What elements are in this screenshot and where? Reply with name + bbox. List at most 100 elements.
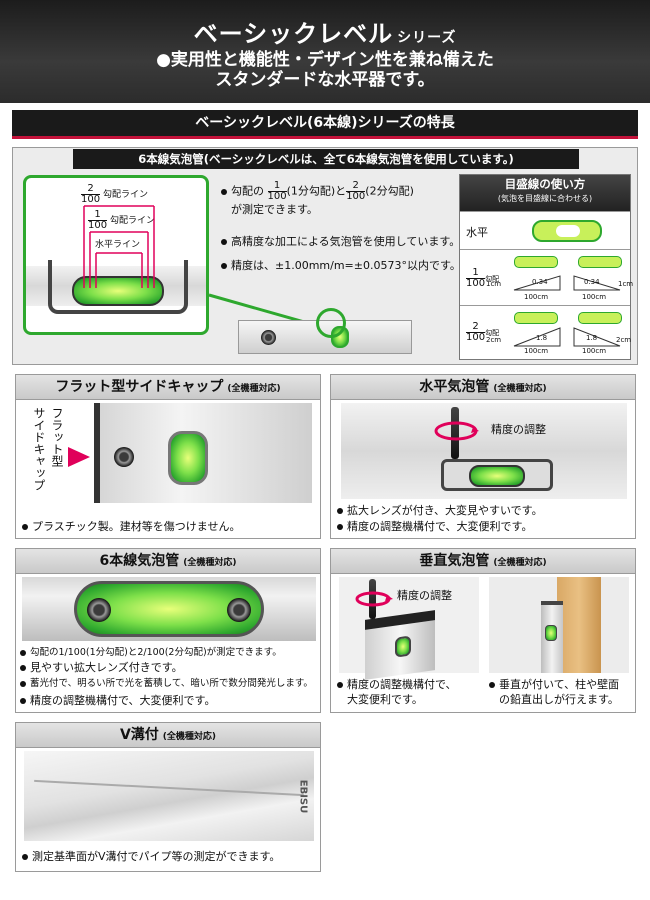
row-level: 水平 <box>460 211 630 249</box>
horizontal-vial-title-text: 水平気泡管 <box>419 379 490 395</box>
panel-six-line-vial: 6本線気泡管(全機種対応) 勾配の1/100(1分勾配)と2/100(2分勾配)… <box>15 548 321 713</box>
brand-mark: EBISU <box>297 779 309 814</box>
lead-text: ●実用性と機能性・デザイン性を兼ね備えた スタンダードな水平器です。 <box>0 50 650 90</box>
r1-right-vial <box>578 256 622 268</box>
vertical-vial-photo-left: 精度の調整 <box>339 577 479 680</box>
flat-cap-bullet-text: プラスチック製。建材等を傷つけません。 <box>32 520 241 533</box>
title-series: シリーズ <box>397 30 457 46</box>
vertical-right-2: の鉛直出しが行えます。 <box>499 693 619 706</box>
panel-v-groove: V溝付(全機種対応) EBISU 測定基準面がV溝付でパイプ等の測定ができます。 <box>15 722 321 872</box>
six-line-bullet1: 勾配の1/100(1分勾配)と2/100(2分勾配)が測定できます。 <box>30 647 282 658</box>
vertical-level-body <box>365 610 435 680</box>
r2-left-triangle <box>513 327 561 347</box>
vertical-level-on-post <box>541 601 563 673</box>
rotate-arrow-icon <box>355 591 393 607</box>
v-groove-bullet: 測定基準面がV溝付でパイプ等の測定ができます。 <box>22 849 280 864</box>
row1-den: 100 <box>466 278 486 289</box>
vertical-vial-note: (全機種対応) <box>493 558 547 568</box>
row1-suffix: 勾配 <box>485 275 500 283</box>
level-label: 水平ライン <box>95 240 141 250</box>
six-line-bullet2: 見やすい拡大レンズ付きです。 <box>30 661 183 674</box>
panel-vertical-vial: 垂直気泡管(全機種対応) 精度の調整 精度の調整機構付で、大変便利です。 垂直が… <box>330 548 636 713</box>
callout-line1: フラット型 <box>50 407 64 467</box>
six-line-bullet-1: 勾配の1/100(1分勾配)と2/100(2分勾配)が測定できます。 <box>20 645 282 660</box>
flat-cap-bullet: プラスチック製。建材等を傷つけません。 <box>22 519 240 534</box>
row2-num: 2 <box>466 322 486 333</box>
r2-right-triangle <box>573 327 621 347</box>
panel-flat-cap: フラット型サイドキャップ(全機種対応) フラット型サイドキャップ プラスチック製… <box>15 374 321 539</box>
horizontal-vial-bullet-2: 精度の調整機構付で、大変便利です。 <box>337 519 532 534</box>
row1-num: 1 <box>466 268 486 279</box>
feature-bullet-2: 高精度な加工による気泡管を使用しています。 <box>221 234 460 249</box>
lead-line-2: スタンダードな水平器です。 <box>215 70 435 90</box>
bullet1-a: 勾配の <box>231 184 264 198</box>
v-groove-note: (全機種対応) <box>162 732 217 742</box>
six-line-bullet-2: 見やすい拡大レンズ付きです。 <box>20 660 183 675</box>
page-header: ベーシックレベルシリーズ ●実用性と機能性・デザイン性を兼ね備えた スタンダード… <box>0 0 650 103</box>
callout-arrow <box>68 447 90 467</box>
rotate-arrow-icon <box>434 421 479 441</box>
title-text: ベーシックレベル <box>193 20 394 48</box>
r2-left-vial <box>514 312 558 324</box>
v-groove-photo: EBISU <box>24 751 314 841</box>
r1-left-side: 1cm <box>486 280 502 288</box>
vertical-bullet-right: 垂直が付いて、柱や壁面の鉛直出しが行えます。 <box>489 677 619 707</box>
bullet-dot <box>20 698 26 704</box>
v-groove-title-text: V溝付 <box>119 727 159 743</box>
six-line-bullet-3: 蓄光付で、明るい所で光を蓄積して、暗い所で数分間発光します。 <box>20 676 313 691</box>
b1-f2-num: 2 <box>346 181 366 192</box>
vial-screw-right <box>227 598 251 622</box>
wood-post <box>557 577 601 673</box>
bullet3-text: 精度は、±1.00mm/m=±0.0573°以内です。 <box>231 259 461 272</box>
r1-left-triangle <box>513 275 561 291</box>
six-line-bullet3: 蓄光付で、明るい所で光を蓄積して、暗い所で数分間発光します。 <box>30 678 313 689</box>
vertical-right-1: 垂直が付いて、柱や壁面 <box>499 678 620 691</box>
panel-horizontal-vial: 水平気泡管(全機種対応) 精度の調整 拡大レンズが付き、大変見やすいです。 精度… <box>330 374 636 539</box>
bullet-dot <box>22 854 28 860</box>
b1-f2-den: 100 <box>346 191 366 202</box>
grade2-den: 100 <box>81 194 101 205</box>
horizontal-vial <box>469 465 525 487</box>
bullet-dot <box>221 239 227 245</box>
vertical-left-1: 精度の調整機構付で、 <box>347 678 457 691</box>
cap-vial <box>168 431 208 485</box>
bullet-dot <box>337 682 343 688</box>
bullet-dot <box>20 649 26 656</box>
bullet-dot <box>20 680 26 687</box>
row-level-label: 水平 <box>466 226 488 239</box>
grade2-text: 勾配ライン <box>102 190 148 200</box>
post-vial <box>545 625 557 641</box>
r2-right-vial <box>578 312 622 324</box>
diagram-bracket <box>48 260 188 314</box>
horizontal-vial-note: (全機種対応) <box>493 384 547 394</box>
bullet-dot <box>337 524 343 530</box>
six-line-vial-photo <box>22 577 316 641</box>
six-line-bullet4: 精度の調整機構付で、大変便利です。 <box>30 694 216 707</box>
bullet-dot <box>489 682 495 688</box>
b1-f1-den: 100 <box>267 191 287 202</box>
six-line-vial-title: 6本線気泡管(全機種対応) <box>16 549 320 574</box>
callout-line2: サイドキャップ <box>32 407 46 491</box>
horizontal-vial-title: 水平気泡管(全機種対応) <box>331 375 635 400</box>
horizontal-bullet2: 精度の調整機構付で、大変便利です。 <box>347 520 533 533</box>
flat-cap-photo <box>94 403 312 503</box>
r1-right-ratio: 0.34 <box>584 278 600 286</box>
grade1-text: 勾配ライン <box>109 216 155 226</box>
level-hole <box>261 330 276 345</box>
r2-left-ratio: 1.8 <box>536 334 548 342</box>
bullet1-b: (1分勾配)と <box>286 184 347 198</box>
bullet-dot <box>22 524 28 530</box>
vertical-bullet-left: 精度の調整機構付で、大変便利です。 <box>337 677 457 707</box>
vertical-vial-title: 垂直気泡管(全機種対応) <box>331 549 635 574</box>
flat-cap-title: フラット型サイドキャップ(全機種対応) <box>16 375 320 400</box>
bullet2-text: 高精度な加工による気泡管を使用しています。 <box>231 235 461 248</box>
r2-right-base: 100cm <box>582 347 607 355</box>
grade1-num: 1 <box>88 210 108 221</box>
horizontal-vial-photo: 精度の調整 <box>341 403 627 499</box>
section-band: ベーシックレベル(6本線)シリーズの特長 <box>12 110 638 139</box>
